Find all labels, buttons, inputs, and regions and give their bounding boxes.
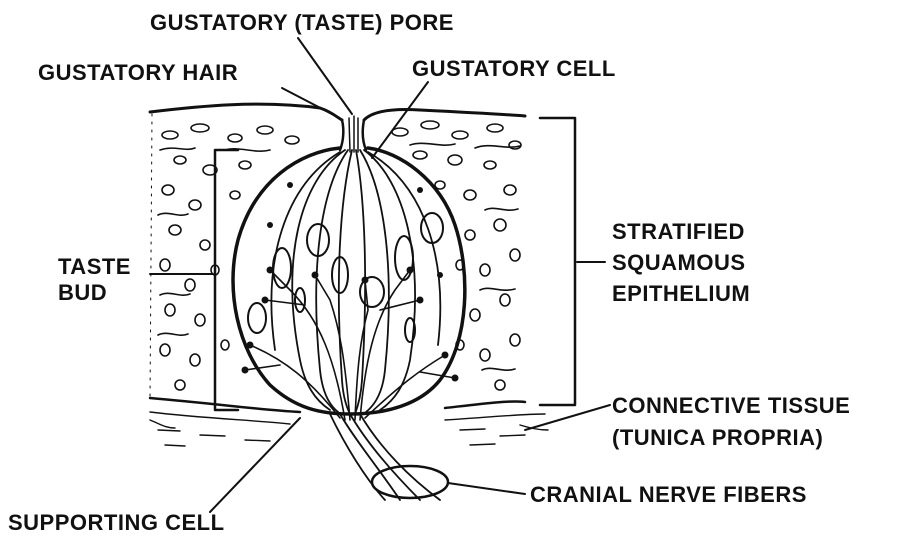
- epithelium-basal-line: [150, 398, 525, 412]
- label-cranial-nerve: CRANIAL NERVE FIBERS: [530, 482, 807, 508]
- label-taste-bud: TASTE BUD: [58, 254, 131, 306]
- leader-connective: [525, 405, 610, 430]
- cranial-nerve-fibers: [330, 414, 448, 500]
- label-gustatory-pore: GUSTATORY (TASTE) PORE: [150, 10, 454, 36]
- leader-hair: [282, 88, 332, 114]
- nerve-branches: [245, 270, 455, 420]
- leader-supporting: [210, 418, 300, 512]
- label-epithelium: STRATIFIED SQUAMOUS EPITHELIUM: [612, 216, 750, 309]
- nerve-endings: [242, 182, 459, 382]
- leader-cell: [372, 82, 428, 158]
- label-connective-tissue: CONNECTIVE TISSUE (TUNICA PROPRIA): [612, 390, 850, 454]
- label-connective-line2: (TUNICA PROPRIA): [612, 422, 850, 454]
- epithelium-bracket: [540, 118, 575, 405]
- label-epithelium-line1: STRATIFIED: [612, 216, 750, 247]
- leader-cranial: [448, 483, 525, 494]
- leader-lines: [150, 38, 610, 512]
- label-gustatory-hair: GUSTATORY HAIR: [38, 60, 238, 86]
- gustatory-hair-lines: [349, 116, 358, 152]
- label-epithelium-line2: SQUAMOUS: [612, 247, 750, 278]
- label-taste-bud-line1: TASTE: [58, 254, 131, 280]
- label-gustatory-cell: GUSTATORY CELL: [412, 56, 616, 82]
- label-connective-line1: CONNECTIVE TISSUE: [612, 390, 850, 422]
- epithelium-surface: [150, 104, 525, 120]
- label-supporting-cell: SUPPORTING CELL: [8, 510, 225, 536]
- epithelium-left-edge: [150, 114, 152, 400]
- leader-pore: [298, 38, 352, 114]
- pore-walls: [340, 120, 366, 150]
- label-epithelium-line3: EPITHELIUM: [612, 278, 750, 309]
- label-taste-bud-line2: BUD: [58, 280, 131, 306]
